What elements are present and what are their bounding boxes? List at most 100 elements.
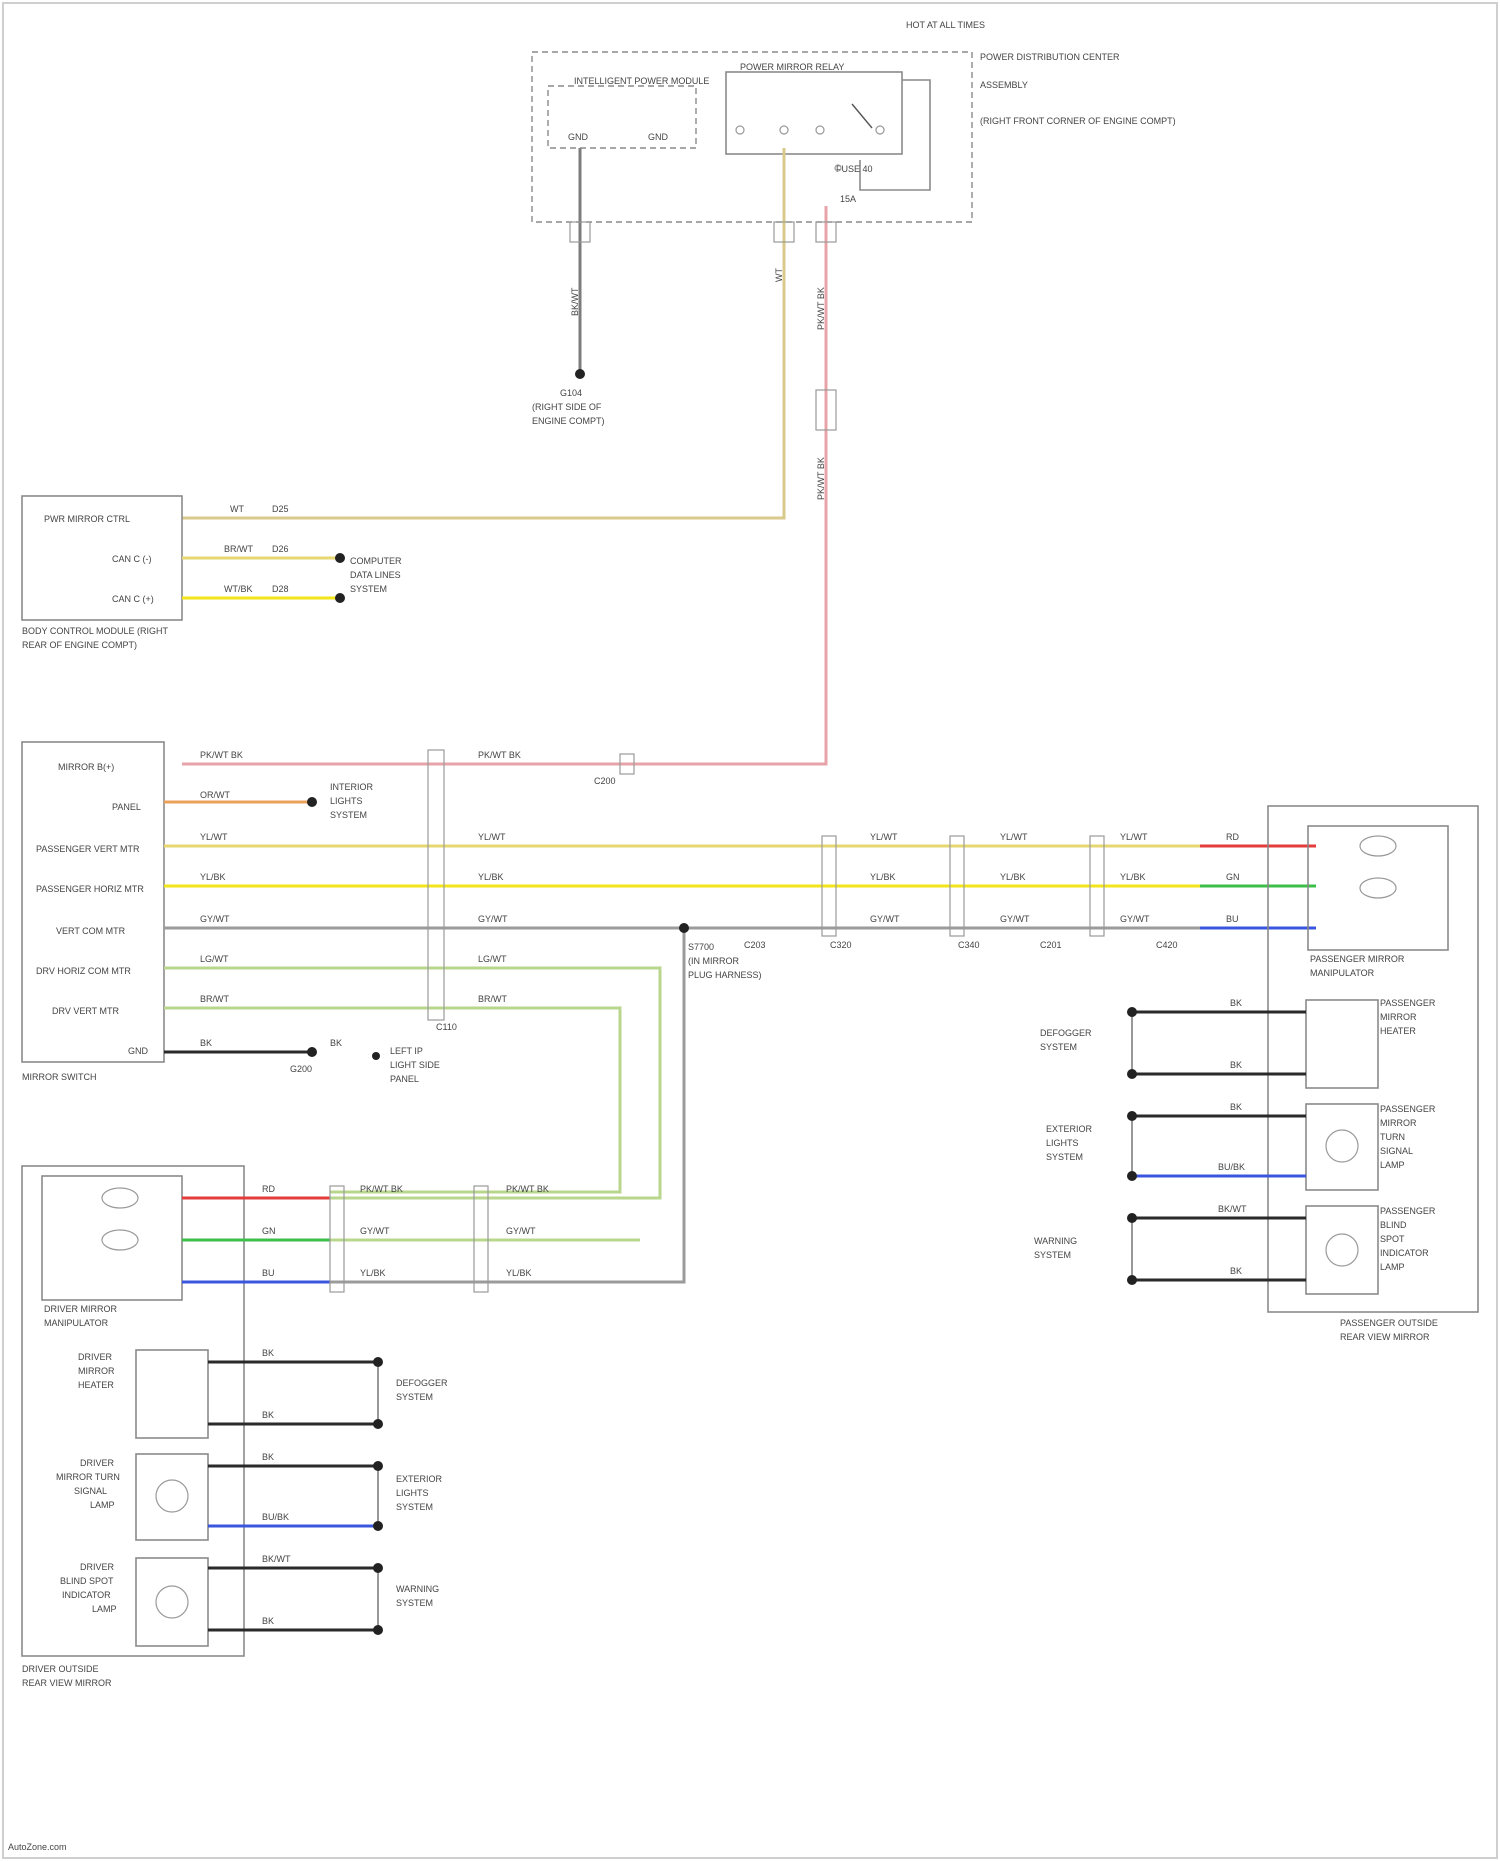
dc1-3: YL/BK — [360, 1268, 386, 1278]
pass-signal-1: PASSENGER — [1380, 1104, 1436, 1114]
right-connector-chain: C320 C340 C201 C420 C203 YL/WT YL/BK GY/… — [744, 832, 1178, 950]
mid-label-1: PK/WT BK — [478, 750, 521, 760]
driver-motor-box — [42, 1176, 182, 1300]
drv-bw-2: BK — [262, 1616, 274, 1626]
switch-pin-7: DRV VERT MTR — [52, 1006, 120, 1016]
pass-sw-1: BK — [1230, 1102, 1242, 1112]
drv-node-4 — [373, 1521, 383, 1531]
bcm-pin-3: CAN C (+) — [112, 594, 154, 604]
pass-blind-5: LAMP — [1380, 1262, 1405, 1272]
drv-assy-1: DRIVER OUTSIDE — [22, 1664, 99, 1674]
pass-blind-4: INDICATOR — [1380, 1248, 1429, 1258]
power-distribution-block: HOT AT ALL TIMES POWER DISTRIBUTION CENT… — [532, 20, 1176, 222]
passenger-motor-box — [1308, 826, 1448, 950]
ipm-label: INTELLIGENT POWER MODULE — [574, 76, 709, 86]
ra-3: GY/WT — [870, 914, 900, 924]
body-control-module: PWR MIRROR CTRL CAN C (-) CAN C (+) BODY… — [22, 496, 182, 650]
gnd-dest-3: PANEL — [390, 1074, 419, 1084]
drv-bsys-2: SYSTEM — [396, 1598, 433, 1608]
switch-pin-3: PASSENGER VERT MTR — [36, 844, 140, 854]
pass-node-4 — [1127, 1171, 1137, 1181]
drv-ssys-1: EXTERIOR — [396, 1474, 443, 1484]
fuse-amp-label: 15A — [840, 194, 856, 204]
footer-watermark: AutoZone.com — [8, 1842, 67, 1852]
mid-label-5: LG/WT — [478, 954, 507, 964]
pass-blind-box — [1306, 1206, 1378, 1294]
pass-bsys-1: WARNING — [1034, 1236, 1077, 1246]
drv-vert-wire — [164, 1008, 620, 1192]
pass-blind-1: PASSENGER — [1380, 1206, 1436, 1216]
gnd-wire-label: BK — [330, 1038, 342, 1048]
drv-node-6 — [373, 1625, 383, 1635]
mirror-switch-title: MIRROR SWITCH — [22, 1072, 97, 1082]
pass-blue-label: BU — [1226, 914, 1239, 924]
sw-wire-label-4: YL/BK — [200, 872, 226, 882]
fuse-label: FUSE 40 — [836, 164, 873, 174]
bcm-dest-1: COMPUTER — [350, 556, 402, 566]
drv-ssys-3: SYSTEM — [396, 1502, 433, 1512]
c340-label: C340 — [958, 940, 980, 950]
power-box-label-3: (RIGHT FRONT CORNER OF ENGINE COMPT) — [980, 116, 1176, 126]
mid-label-2: YL/WT — [478, 832, 506, 842]
sw-wire-label-7: BR/WT — [200, 994, 229, 1004]
pass-ssys-3: SYSTEM — [1046, 1152, 1083, 1162]
pass-heater-3: HEATER — [1380, 1026, 1416, 1036]
drv-signal-lamp — [156, 1480, 188, 1512]
tan-wire-label: WT — [774, 268, 784, 282]
pass-signal-lamp — [1326, 1130, 1358, 1162]
pass-ssys-2: LIGHTS — [1046, 1138, 1079, 1148]
rc-1: YL/WT — [1120, 832, 1148, 842]
pass-node-1 — [1127, 1007, 1137, 1017]
drv-blind-2: BLIND SPOT — [60, 1576, 114, 1586]
pass-red-label: RD — [1226, 832, 1239, 842]
mid-label-6: BR/WT — [478, 994, 507, 1004]
bcm-dest-3: SYSTEM — [350, 584, 387, 594]
c201-label: C201 — [1040, 940, 1062, 950]
pass-node-2 — [1127, 1069, 1137, 1079]
dc1-1: PK/WT BK — [360, 1184, 403, 1194]
bcm-pin-1: PWR MIRROR CTRL — [44, 514, 130, 524]
ground-label-3: ENGINE COMPT) — [532, 416, 605, 426]
drv-motor-2 — [102, 1230, 138, 1250]
power-box-label-2: ASSEMBLY — [980, 80, 1028, 90]
pass-heater-2: MIRROR — [1380, 1012, 1417, 1022]
bcm-wire-label-2b: D26 — [272, 544, 289, 554]
drv-node-2 — [373, 1419, 383, 1429]
gnd-dest-1: LEFT IP — [390, 1046, 423, 1056]
c420-label: C420 — [1156, 940, 1178, 950]
drv-node-5 — [373, 1563, 383, 1573]
dc2-3: YL/BK — [506, 1268, 532, 1278]
pass-green-label: GN — [1226, 872, 1240, 882]
drv-blind-1: DRIVER — [80, 1562, 115, 1572]
drv-sw-2: BU/BK — [262, 1512, 289, 1522]
switch-pin-6: DRV HORIZ COM MTR — [36, 966, 131, 976]
mid-label-3: YL/BK — [478, 872, 504, 882]
pass-blind-2: BLIND — [1380, 1220, 1407, 1230]
hot-at-all-times-label: HOT AT ALL TIMES — [906, 20, 985, 30]
tan-wire-bcm — [182, 148, 784, 518]
pass-node-6 — [1127, 1275, 1137, 1285]
pass-sw-2: BU/BK — [1218, 1162, 1245, 1172]
driver-mirror-assembly: DRIVER MIRROR MANIPULATOR DRIVER MIRROR … — [22, 1166, 244, 1688]
dc2-2: GY/WT — [506, 1226, 536, 1236]
pass-signal-5: LAMP — [1380, 1160, 1405, 1170]
bcm-title-1: BODY CONTROL MODULE (RIGHT — [22, 626, 169, 636]
drv-node-3 — [373, 1461, 383, 1471]
bcm-pin-2: CAN C (-) — [112, 554, 152, 564]
drv-signal-2: MIRROR TURN — [56, 1472, 120, 1482]
gnd-point — [372, 1052, 380, 1060]
connector-column-c110: C110 — [428, 750, 457, 1032]
relay-contact-4 — [876, 126, 884, 134]
relay-contact-3 — [816, 126, 824, 134]
switch-pin-8: GND — [128, 1046, 149, 1056]
pink-wire-label-1: PK/WT BK — [816, 287, 826, 330]
splice-label-1: S7700 — [688, 942, 714, 952]
passenger-assy-box — [1268, 806, 1478, 1312]
sw-wire-label-1: PK/WT BK — [200, 750, 243, 760]
bcm-wire-label-3b: D28 — [272, 584, 289, 594]
sw-wire-label-2: OR/WT — [200, 790, 230, 800]
drv-green-label: GN — [262, 1226, 276, 1236]
ra-2: YL/BK — [870, 872, 896, 882]
panel-dest-2: LIGHTS — [330, 796, 363, 806]
sw-wire-label-6: LG/WT — [200, 954, 229, 964]
